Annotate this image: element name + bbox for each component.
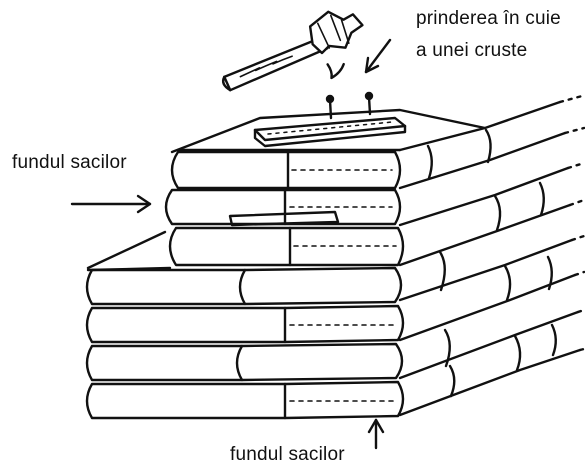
crust-plank bbox=[255, 93, 405, 146]
hammer-icon bbox=[216, 7, 370, 93]
nail-label-line2: a unei cruste bbox=[416, 40, 527, 62]
side-rows bbox=[400, 96, 584, 415]
bag-bottom-label-left: fundul sacilor bbox=[12, 152, 127, 174]
arrow-icon bbox=[72, 40, 390, 448]
lower-stack-top bbox=[88, 232, 170, 270]
nail-label-line1: prinderea în cuie bbox=[416, 8, 561, 30]
lower-bags bbox=[87, 268, 403, 418]
bag-bottom-label-lower: fundul sacilor bbox=[230, 444, 345, 466]
upper-bags bbox=[166, 152, 403, 265]
